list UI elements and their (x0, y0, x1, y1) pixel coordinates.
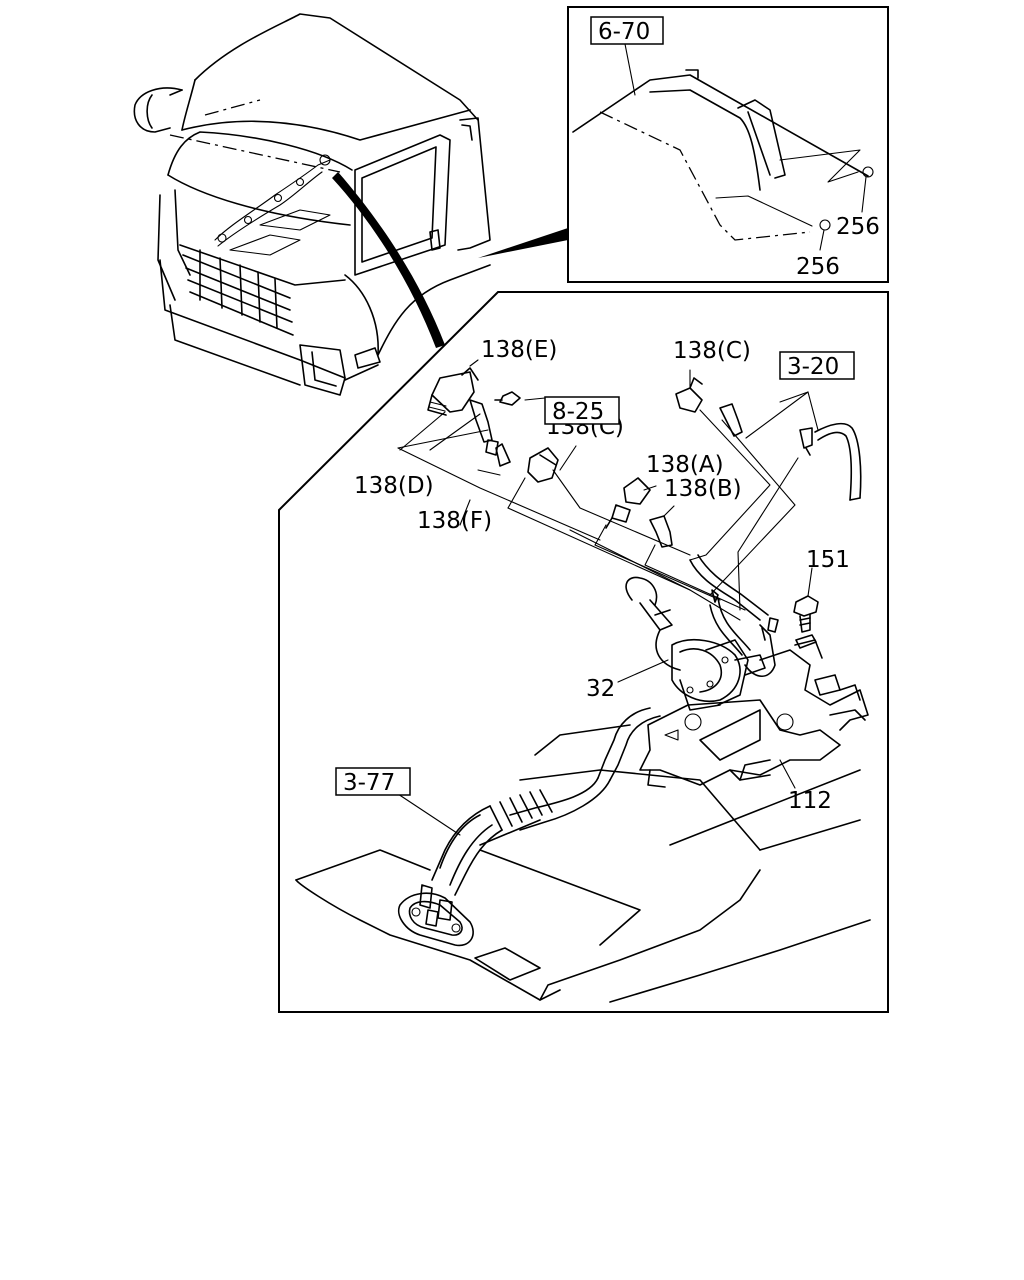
callout-138a: 138(A) (646, 452, 724, 478)
truck-cab-illustration (133, 13, 491, 396)
callout-32: 32 (586, 676, 615, 702)
inset-pointer (478, 228, 568, 258)
callout-112: 112 (788, 788, 832, 814)
callout-138e: 138(E) (481, 337, 557, 363)
callout-256-lower: 256 (796, 254, 840, 280)
callout-151: 151 (806, 547, 850, 573)
callout-138c-upper: 138(C) (673, 338, 751, 364)
ref-3-20: 3-20 (787, 354, 839, 380)
ref-6-70: 6-70 (598, 19, 650, 45)
callout-256-upper: 256 (836, 214, 880, 240)
main-detail-panel: 138(E) 138(C) 138(C) 138(A) 138(B) 138(D… (278, 291, 889, 1013)
callout-138d: 138(D) (354, 473, 434, 499)
ref-3-77: 3-77 (343, 770, 395, 796)
inset-6-70-detail: 256 256 6-70 (567, 6, 889, 283)
callout-138b: 138(B) (664, 476, 742, 502)
callout-138f: 138(F) (417, 508, 492, 534)
ref-8-25: 8-25 (552, 399, 604, 425)
